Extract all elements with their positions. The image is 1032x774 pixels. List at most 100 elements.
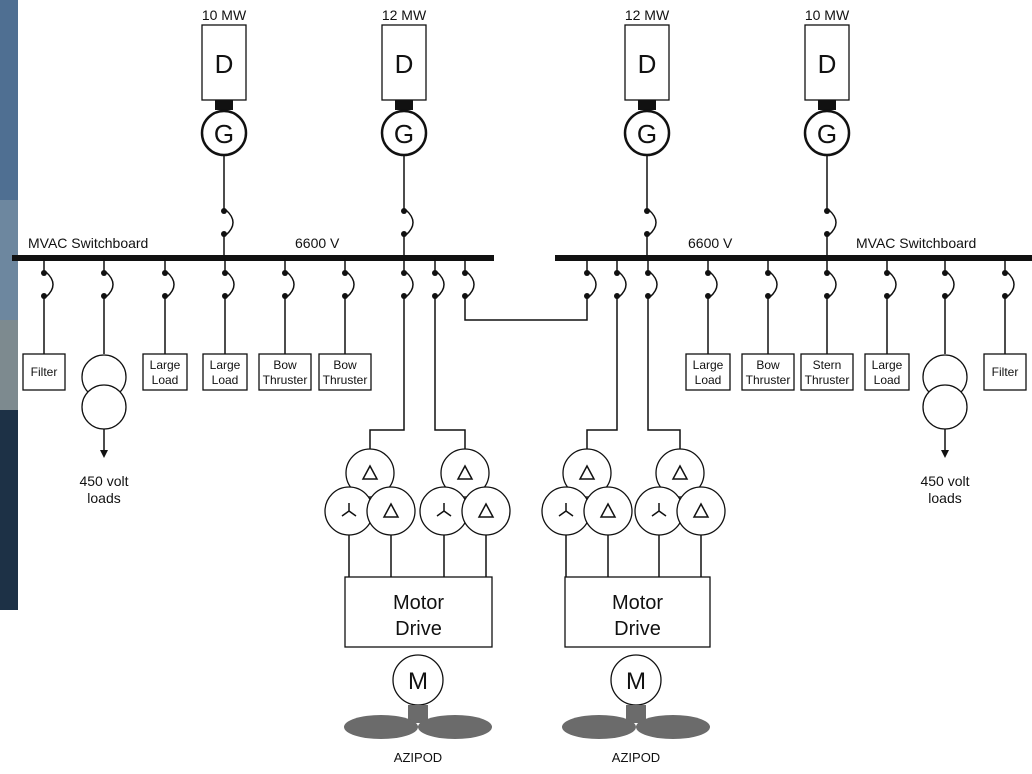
feeder-breaker [584, 270, 597, 299]
transformer-winding [922, 384, 968, 430]
motor-label: M [626, 668, 646, 695]
coupling-shaft [818, 100, 836, 110]
feeder [401, 258, 414, 299]
coupling-shaft [638, 100, 656, 110]
feeder [41, 258, 54, 299]
load-box-label: Bow [756, 358, 780, 372]
generator-rating: 12 MW [625, 7, 670, 23]
feeder-breaker [645, 270, 658, 299]
breaker-arc [588, 271, 597, 298]
load-box-frame [142, 353, 188, 391]
feeder [222, 258, 235, 299]
breaker-contact [584, 270, 590, 276]
wye-icon [651, 503, 667, 517]
pod-blade [344, 715, 418, 739]
breaker-contact [101, 270, 107, 276]
breaker-contact [824, 208, 830, 214]
load-box-label: Load [874, 373, 901, 387]
feeder-breaker [101, 270, 114, 299]
breaker-arc [1006, 271, 1015, 298]
load-box-label: Filter [31, 365, 58, 379]
breaker-arc [618, 271, 627, 298]
load-box-frame [741, 353, 795, 391]
diesel-engine-label: D [638, 49, 657, 79]
breaker-contact [462, 270, 468, 276]
breaker-contact [401, 270, 407, 276]
transformer-winding [583, 486, 633, 536]
feeder [101, 258, 114, 299]
breaker-arc [828, 209, 837, 236]
transformer-winding [655, 448, 705, 498]
delta-icon [361, 464, 379, 480]
load-box: Filter [983, 353, 1027, 391]
breaker-arc [45, 271, 54, 298]
breaker-arc [405, 271, 414, 298]
feeder [614, 258, 627, 299]
feeders [41, 258, 1015, 455]
generator-breaker [401, 208, 414, 237]
pod-shaft [626, 705, 646, 723]
transformer-winding [345, 448, 395, 498]
feeder [765, 258, 778, 299]
load-box-frame [800, 353, 854, 391]
load-box-label: Load [695, 373, 722, 387]
load-box-frame [685, 353, 731, 391]
pod-blade [562, 715, 636, 739]
load-box-frame [202, 353, 248, 391]
feeder-breaker [222, 270, 235, 299]
lv-loads-label: 450 volt [920, 473, 969, 489]
arrow-down-icon [100, 450, 108, 458]
transformer-winding [461, 486, 511, 536]
breaker-arc [166, 271, 175, 298]
left-switchboard-voltage: 6600 V [295, 235, 340, 251]
load-box: Filter [22, 353, 66, 391]
breaker-contact [342, 270, 348, 276]
transformer-winding [562, 448, 612, 498]
generator-rating: 10 MW [202, 7, 247, 23]
transformer-winding [676, 486, 726, 536]
feeder [942, 258, 955, 299]
load-box-label: Bow [273, 358, 297, 372]
transformer-winding [366, 486, 416, 536]
feeder [282, 258, 295, 299]
breaker-arc [769, 271, 778, 298]
breaker-arc [828, 271, 837, 298]
background-photo-strip [0, 0, 18, 610]
breaker-contact [432, 270, 438, 276]
feeder-breaker [884, 270, 897, 299]
breaker-arc [888, 271, 897, 298]
load-box-label: Thruster [263, 373, 308, 387]
right-switchboard-voltage: 6600 V [688, 235, 733, 251]
breaker-contact [282, 270, 288, 276]
diesel-engine-box [624, 24, 670, 101]
breaker-arc [286, 271, 295, 298]
load-box-label: Large [150, 358, 181, 372]
coupling-shaft [215, 100, 233, 110]
load-box-label: Load [152, 373, 179, 387]
load-box-frame [864, 353, 910, 391]
feeder-breaker [432, 270, 445, 299]
breaker-arc [709, 271, 718, 298]
feeder [1002, 258, 1015, 299]
diesel-engine-label: D [395, 49, 414, 79]
feeder-breaker [342, 270, 355, 299]
delta-icon [456, 464, 474, 480]
breaker-arc [648, 209, 657, 236]
feeder-breaker [41, 270, 54, 299]
breaker-contact [705, 270, 711, 276]
